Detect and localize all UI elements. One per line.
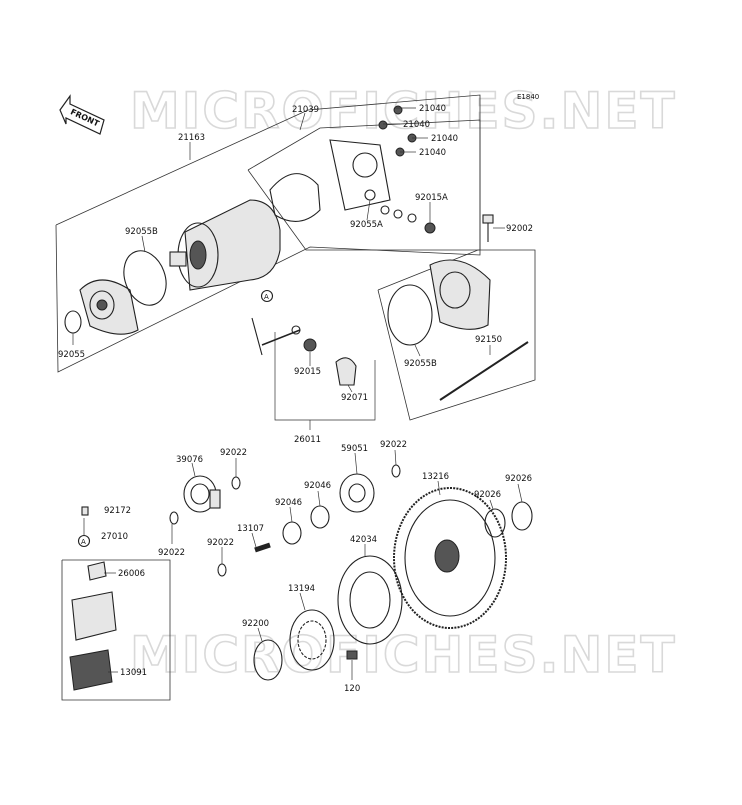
- part-label: 92002: [506, 224, 533, 234]
- part-label: 92172: [104, 506, 131, 516]
- part-label: 92150: [475, 335, 502, 345]
- ref-marker-a-bottom: A: [77, 534, 91, 548]
- part-label: 92200: [242, 619, 269, 629]
- washer-92200: [253, 639, 283, 681]
- part-label: 92022: [158, 548, 185, 558]
- fuse-26006: [87, 561, 107, 581]
- shaft-13107: [254, 542, 271, 553]
- cable-bracket: [274, 332, 376, 421]
- part-label: 92055A: [350, 220, 383, 230]
- part-label: 21039: [292, 105, 319, 115]
- ring-gear-13216: [393, 487, 507, 629]
- part-label: 13107: [237, 524, 264, 534]
- part-label: 92022: [207, 538, 234, 548]
- one-way-clutch-13194: [289, 609, 335, 671]
- figure-code: E1840: [517, 93, 539, 101]
- part-label: 92046: [275, 498, 302, 508]
- part-label: 26006: [118, 569, 145, 579]
- ring-92026-a: [484, 508, 506, 538]
- o-ring-92055b-rear: [387, 284, 433, 346]
- part-label: 21040: [419, 104, 446, 114]
- part-label: 92015: [294, 367, 321, 377]
- bolt-92002: [482, 214, 494, 242]
- part-label: 59051: [341, 444, 368, 454]
- part-label: 13216: [422, 472, 449, 482]
- part-label: 92026: [505, 474, 532, 484]
- cap-92071: [335, 357, 357, 386]
- watermark-bottom: MICROFICHES.NET: [130, 626, 677, 684]
- end-cover: [429, 259, 491, 330]
- part-label: 92022: [380, 440, 407, 450]
- gear-59051: [339, 473, 375, 513]
- ref-marker-a-top: A: [260, 289, 274, 303]
- part-label: 92046: [304, 481, 331, 491]
- part-label: 27010: [101, 532, 128, 542]
- svg-text:A: A: [81, 538, 86, 546]
- part-label: 13194: [288, 584, 315, 594]
- starter-motor: [169, 199, 281, 291]
- part-label: 21040: [419, 148, 446, 158]
- watermark-top: MICROFICHES.NET: [130, 82, 677, 140]
- nut-92015: [303, 338, 317, 352]
- part-label: 21040: [431, 134, 458, 144]
- part-labels: 21163 21039 21040 21040 21040 21040 9205…: [58, 104, 533, 694]
- brush-holder-frame: [247, 119, 481, 251]
- part-label: 92071: [341, 393, 368, 403]
- ring-92026-b: [511, 501, 533, 531]
- part-label: 39076: [176, 455, 203, 465]
- relay-frame: [61, 559, 171, 701]
- washer-92022-c: [217, 563, 227, 577]
- plate-42034: [337, 555, 403, 645]
- part-label: 92055B: [125, 227, 158, 237]
- svg-text:A: A: [264, 293, 269, 301]
- part-label: 21040: [403, 120, 430, 130]
- part-label: 120: [344, 684, 360, 694]
- screw-92172: [81, 506, 89, 516]
- front-arrow-icon: FRONT: [59, 94, 105, 135]
- part-label: 13091: [120, 668, 147, 678]
- o-ring-92055: [64, 310, 82, 334]
- end-cover-frame: [377, 249, 536, 421]
- part-label: 92015A: [415, 193, 448, 203]
- leader-lines: [72, 107, 523, 680]
- part-label: 92055: [58, 350, 85, 360]
- bolt-120: [346, 650, 358, 660]
- through-bolt: [439, 341, 529, 401]
- washer-92022-b: [169, 511, 179, 525]
- gear-39076: [183, 475, 221, 513]
- part-label: 92022: [220, 448, 247, 458]
- o-ring-92055b: [123, 250, 167, 306]
- starter-motor-frame: [55, 94, 481, 373]
- front-cover: [79, 279, 139, 335]
- starter-cable: [251, 317, 301, 356]
- relay-27010: [71, 591, 117, 641]
- part-label: 92055B: [404, 359, 437, 369]
- washer-92022-d: [391, 464, 401, 478]
- part-label: 26011: [294, 435, 321, 445]
- bearing-92046-a: [282, 521, 302, 545]
- part-label: 42034: [350, 535, 377, 545]
- washer-92022-a: [231, 476, 241, 490]
- bearing-92046-b: [310, 505, 330, 529]
- part-label: 92026: [474, 490, 501, 500]
- cover-13091: [69, 649, 113, 691]
- part-label: 21163: [178, 133, 205, 143]
